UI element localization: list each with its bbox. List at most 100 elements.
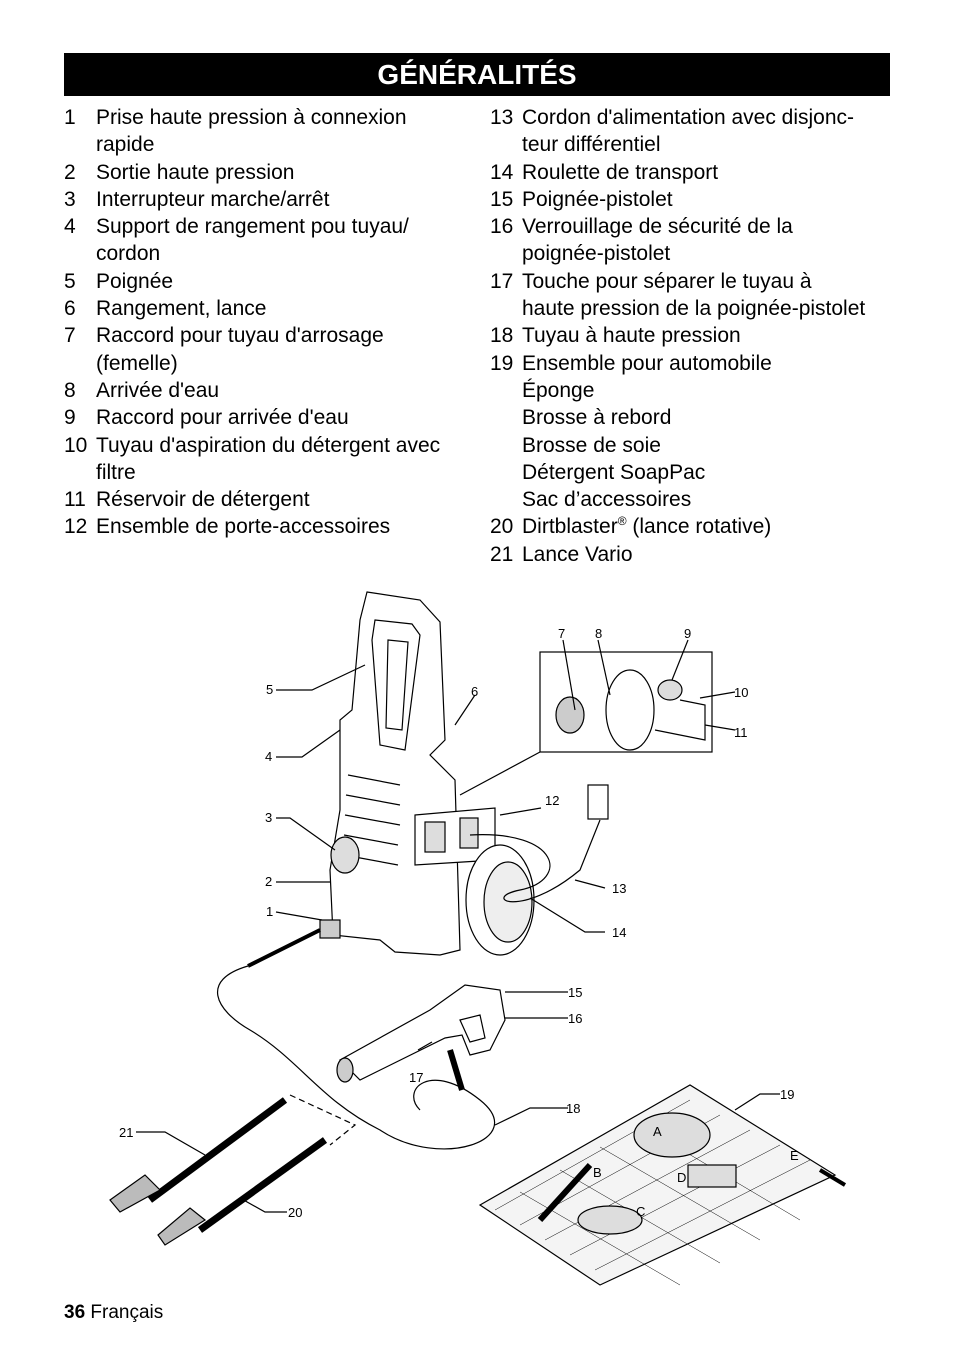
item-number: 2	[64, 160, 76, 184]
item-text-line: Poignée-pistolet	[522, 187, 673, 211]
item-text-line: Tuyau à haute pression	[522, 324, 741, 348]
callout-16: 16	[568, 1011, 582, 1026]
footer-language: Français	[90, 1302, 164, 1323]
item-text: Raccord pour tuyau d'arrosage (femelle)	[96, 322, 469, 377]
item-text: Cordon d'alimentation avec disjonc-teur …	[522, 104, 910, 159]
item-number: 16	[490, 215, 514, 239]
callout-1: 1	[266, 904, 273, 919]
item-text-line: Interrupteur marche/arrêt	[96, 187, 330, 211]
item-text-line: Touche pour séparer le tuyau à	[522, 269, 812, 293]
list-item: 15 Poignée-pistolet	[490, 186, 910, 213]
accessory-letter-e: E	[790, 1148, 799, 1163]
item-text-line: Raccord pour arrivée d'eau	[96, 406, 349, 430]
accessory-letter-c: C	[636, 1204, 645, 1219]
callout-20: 20	[288, 1205, 302, 1220]
item-number: 6	[64, 297, 76, 321]
item-text-line: Tuyau d'aspiration du détergent avec	[96, 433, 441, 457]
item-number: 11	[64, 488, 86, 512]
list-item: 20 Dirtblaster® (lance rotative)	[490, 513, 910, 540]
item-text: Tuyau à haute pression	[522, 322, 910, 349]
item-text: Verrouillage de sécurité de la poignée-pi…	[522, 213, 910, 268]
callout-7: 7	[558, 626, 565, 641]
item-text: Rangement, lance	[96, 295, 469, 322]
section-header: GÉNÉRALITÉS	[64, 53, 890, 96]
list-item: 8 Arrivée d'eau	[64, 377, 469, 404]
item-text-main: Dirtblaster	[522, 515, 618, 539]
item-number: 19	[490, 351, 514, 375]
sub-item: Brosse à rebord	[522, 406, 672, 430]
item-text-suffix: (lance rotative)	[626, 515, 772, 539]
item-number: 5	[64, 269, 76, 293]
item-number: 8	[64, 378, 76, 402]
item-text: Tuyau d'aspiration du détergent avec filt…	[96, 432, 469, 487]
item-text-line: Cordon d'alimentation avec disjonc-	[522, 106, 855, 129]
item-text-line: (femelle)	[96, 351, 178, 375]
item-text: Poignée	[96, 268, 469, 295]
item-text: Lance Vario	[522, 541, 910, 568]
item-number: 13	[490, 106, 514, 129]
item-text-line: Verrouillage de sécurité de la	[522, 215, 793, 239]
callout-21: 21	[119, 1125, 133, 1140]
list-item: 18 Tuyau à haute pression	[490, 322, 910, 349]
list-item: 11 Réservoir de détergent	[64, 486, 469, 513]
item-text: Interrupteur marche/arrêt	[96, 186, 469, 213]
accessory-letter-b: B	[593, 1165, 602, 1180]
item-number: 9	[64, 406, 76, 430]
callout-2: 2	[265, 874, 272, 889]
item-number: 1	[64, 106, 76, 129]
list-item: 10 Tuyau d'aspiration du détergent avec fi…	[64, 432, 469, 487]
item-text: Roulette de transport	[522, 159, 910, 186]
item-number: 3	[64, 187, 76, 211]
callout-19: 19	[780, 1087, 794, 1102]
list-item: 2 Sortie haute pression	[64, 159, 469, 186]
item-number: 10	[64, 433, 88, 457]
page-footer: 36 Français	[64, 1302, 163, 1324]
callout-18: 18	[566, 1101, 580, 1116]
callout-17: 17	[409, 1070, 423, 1085]
item-text-line: Poignée	[96, 269, 174, 293]
sub-item: Sac d’accessoires	[522, 488, 692, 512]
list-item: 16 Verrouillage de sécurité de la poignée-…	[490, 213, 910, 268]
item-text: Poignée-pistolet	[522, 186, 910, 213]
pressure-washer-diagram: 5 4 3 2 1 6 7 8 9 10 11 12 13 14 15 16 1…	[109, 591, 847, 1286]
callout-6: 6	[471, 684, 478, 699]
item-text-line: cordon	[96, 242, 161, 266]
callout-12: 12	[545, 793, 559, 808]
item-text-line: haute pression de la poignée-pistolet	[522, 297, 866, 321]
item-text-line: Réservoir de détergent	[96, 488, 310, 512]
callout-4: 4	[265, 749, 272, 764]
accessory-letter-d: D	[677, 1170, 686, 1185]
item-text-line: Raccord pour tuyau d'arrosage	[96, 324, 384, 348]
item-text: Sortie haute pression	[96, 159, 469, 186]
list-item: 13 Cordon d'alimentation avec disjonc-teu…	[490, 104, 910, 159]
callout-5: 5	[266, 682, 273, 697]
item-text-line: Arrivée d'eau	[96, 378, 220, 402]
item-text-line: teur différentiel	[522, 133, 661, 157]
item-number: 15	[490, 187, 514, 211]
callout-14: 14	[612, 925, 626, 940]
item-text: Touche pour séparer le tuyau à haute pres…	[522, 268, 910, 323]
item-text: Dirtblaster® (lance rotative)	[522, 513, 910, 540]
item-text-line: Ensemble pour automobile	[522, 351, 772, 375]
sub-item: Détergent SoapPac	[522, 460, 706, 484]
callout-13: 13	[612, 881, 626, 896]
item-number: 20	[490, 515, 514, 539]
sub-item: Brosse de soie	[522, 433, 661, 457]
item-number: 7	[64, 324, 76, 348]
item-text: Arrivée d'eau	[96, 377, 469, 404]
callout-9: 9	[684, 626, 691, 641]
item-text-line: rapide	[96, 133, 155, 157]
list-item: 5 Poignée	[64, 268, 469, 295]
item-text-line: filtre	[96, 460, 136, 484]
item-text-line: Roulette de transport	[522, 160, 719, 184]
item-text-line: poignée-pistolet	[522, 242, 671, 266]
item-text-line: Ensemble de porte-accessoires	[96, 515, 391, 539]
item-number: 4	[64, 215, 76, 239]
item-number: 18	[490, 324, 514, 348]
